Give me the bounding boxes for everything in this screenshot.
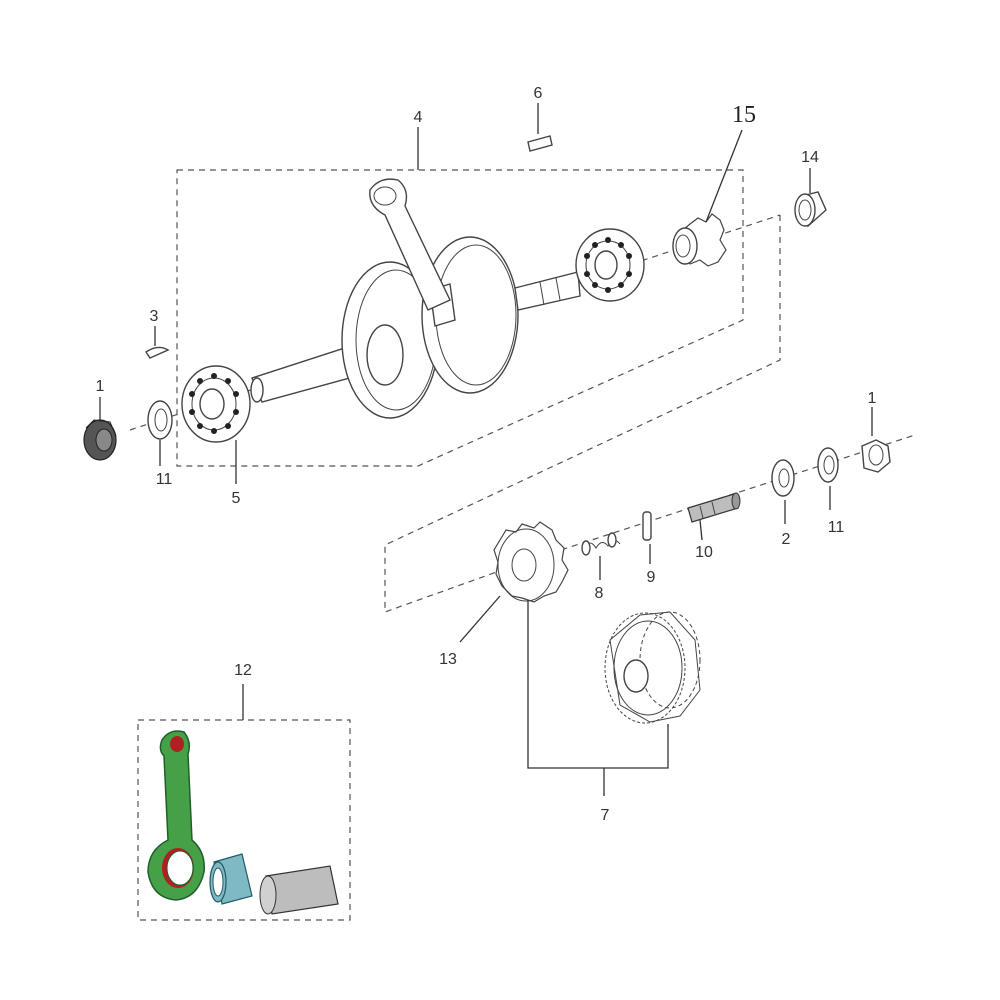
callout-12: 12 [234, 662, 252, 679]
part-3-woodruff-key[interactable] [145, 346, 170, 359]
part-4-crankshaft[interactable] [250, 236, 581, 419]
callout-3: 3 [150, 308, 159, 325]
part-12-crank-pin [259, 865, 339, 915]
part-12-frame [137, 719, 351, 921]
part-8-spring[interactable] [581, 532, 621, 556]
part-5-left-bearing[interactable] [181, 365, 251, 443]
callout-9: 9 [647, 569, 656, 586]
callout-5: 5 [232, 490, 241, 507]
callout-8: 8 [595, 585, 604, 602]
callout-6: 6 [534, 85, 543, 102]
callout-13: 13 [439, 651, 457, 668]
part-11-left-washer[interactable] [147, 400, 173, 440]
part-6-key[interactable] [527, 135, 553, 152]
part-1-right-nut[interactable] [861, 439, 891, 473]
callout-11-right: 11 [828, 519, 845, 536]
part-4-connecting-rod [369, 178, 451, 311]
callout-labels: 1 11 3 5 4 6 15 14 1 11 2 10 9 8 13 7 12 [96, 85, 877, 824]
part-11-right-washer[interactable] [817, 447, 839, 483]
part-12-connecting-rod-kit[interactable] [147, 730, 339, 915]
callout-15: 15 [732, 102, 756, 128]
part-2-washer[interactable] [771, 459, 795, 497]
part-14-bushing[interactable] [794, 191, 827, 228]
part-10-pin[interactable] [687, 492, 741, 523]
part-1-left-nut[interactable] [83, 419, 117, 461]
part-15-sprocket[interactable] [672, 213, 727, 267]
callout-11-left: 11 [156, 471, 173, 488]
callout-4: 4 [414, 109, 423, 126]
part-9-pin[interactable] [642, 511, 652, 541]
part-7-starter-gear[interactable] [604, 611, 701, 724]
callout-10: 10 [695, 544, 713, 561]
callout-1-right: 1 [868, 390, 877, 407]
leader-lines [99, 103, 873, 796]
callout-2: 2 [782, 531, 791, 548]
callout-1-left: 1 [96, 378, 105, 395]
callout-7: 7 [601, 807, 610, 824]
part-13-drive-gear[interactable] [493, 521, 569, 603]
part-4-right-bearing [575, 228, 645, 302]
part-12-needle-bearing [209, 853, 253, 905]
callout-14: 14 [801, 149, 819, 166]
